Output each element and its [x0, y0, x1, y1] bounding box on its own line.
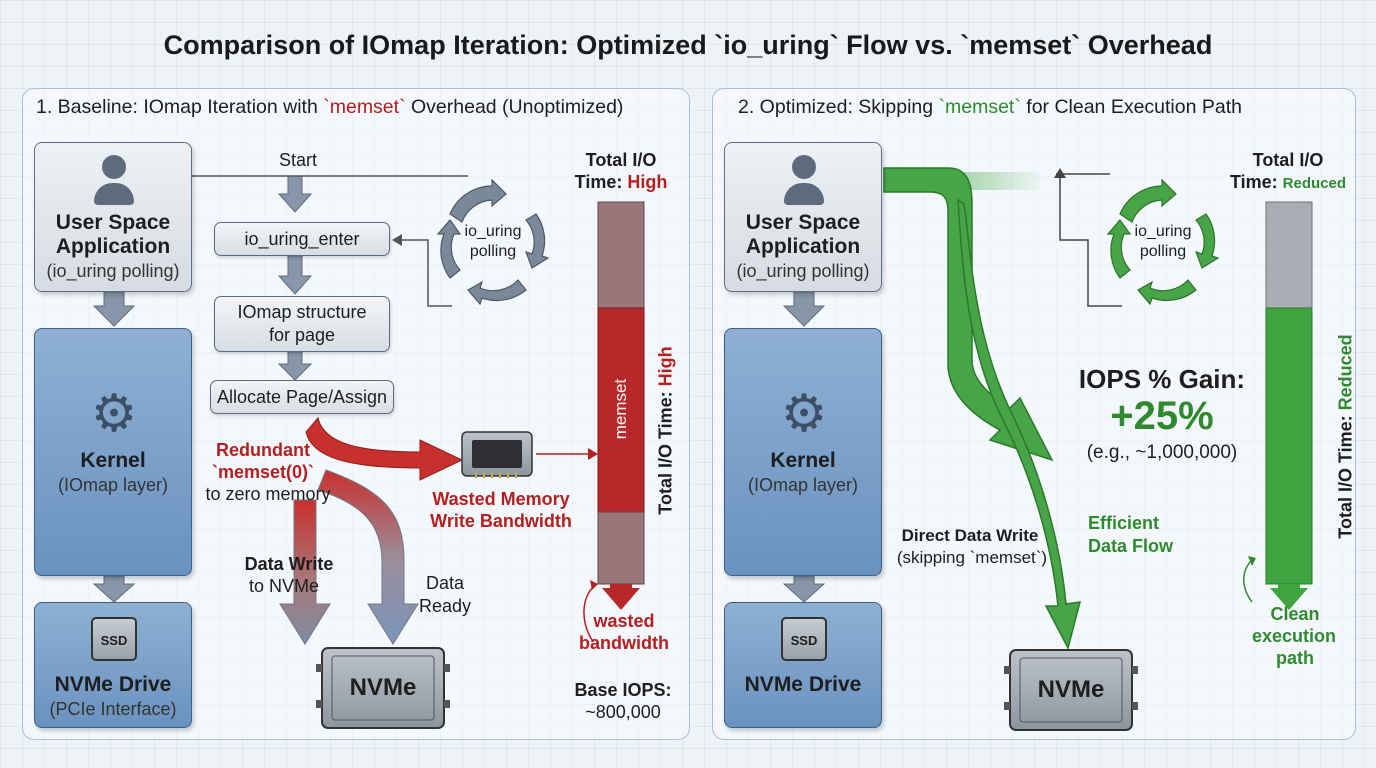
redundant-memset-arrow: [305, 416, 464, 481]
start-arrow: [277, 175, 313, 213]
data-write-label: Data Write: [244, 554, 334, 574]
user-icon: [94, 155, 134, 207]
base-iops-value: ~800,000: [585, 702, 661, 722]
memset-bar-label: memset: [611, 378, 630, 440]
user-icon: [784, 155, 824, 207]
total-io-label: Total I/O: [585, 150, 657, 170]
user-space-title: User Space Application: [55, 211, 171, 258]
nvme-label: NVMe: [349, 674, 417, 701]
kernel-subtitle: (IOmap layer): [747, 475, 859, 495]
iomap-to-allocate-arrow: [277, 351, 313, 381]
efficient-flow-arrow: [883, 167, 1054, 462]
direct-write-arrow: [957, 198, 1082, 651]
page-title: Comparison of IOmap Iteration: Optimized…: [163, 30, 1213, 60]
drive-title: NVMe Drive: [54, 673, 172, 696]
base-iops-label: Base IOPS:: [574, 680, 672, 700]
polling-label: io_uring polling: [464, 223, 522, 260]
kernel-to-drive-arrow: [782, 575, 826, 603]
polling-cycle-icon: [436, 178, 550, 306]
kernel-to-drive-arrow: [92, 575, 136, 603]
wasted-memory-label: Wasted Memory Write Bandwidth: [430, 489, 572, 531]
polling-cycle-icon: [1106, 178, 1220, 306]
user-space-subtitle: (io_uring polling): [46, 261, 180, 281]
memset-code-label: `memset`: [323, 96, 406, 118]
skipping-memset-label: (skipping `memset`): [896, 548, 1048, 567]
user-space-app-box: User Space Application (io_uring polling…: [34, 142, 192, 292]
wasted-curve-arrow: [583, 585, 595, 641]
data-ready-label: Data Ready: [418, 573, 472, 616]
data-write-arrow: [279, 499, 331, 645]
io-uring-enter-step: io_uring_enter: [214, 222, 390, 256]
ssd-icon: SSD: [91, 617, 137, 661]
memset-zero-label: `memset(0)`: [211, 462, 315, 482]
clean-path-label-1: Clean: [1270, 604, 1320, 624]
efficient-flow-label: Efficient Data Flow: [1088, 513, 1174, 556]
direct-write-label: Direct Data Write: [901, 526, 1039, 545]
baseline-panel-title: 1. Baseline: IOmap Iteration with `memse…: [36, 96, 624, 118]
user-to-kernel-arrow: [782, 291, 826, 327]
ssd-icon: SSD: [781, 617, 827, 661]
user-space-subtitle: (io_uring polling): [736, 261, 870, 281]
drive-title: NVMe Drive: [744, 673, 862, 696]
allocate-page-step: Allocate Page/Assign: [210, 380, 394, 414]
drive-subtitle: (PCIe Interface): [49, 699, 177, 719]
total-io-label: Total I/O: [1252, 150, 1324, 170]
gear-icon: ⚙: [780, 385, 828, 443]
polling-label: io_uring polling: [1134, 223, 1192, 260]
kernel-title: Kernel: [80, 449, 146, 472]
iomap-structure-step: IOmap structure for page: [214, 296, 390, 352]
vertical-io-time-label: Total I/O Time: Reduced: [1335, 334, 1356, 539]
kernel-box: ⚙ Kernel (IOmap layer): [724, 328, 882, 576]
optimized-panel-title: 2. Optimized: Skipping `memset` for Clea…: [738, 96, 1242, 118]
vertical-io-time-label: Total I/O Time: High: [655, 346, 676, 515]
gear-icon: ⚙: [90, 385, 138, 443]
redundant-label: Redundant: [216, 440, 310, 460]
start-label: Start: [278, 150, 317, 170]
iops-gain-label: IOPS % Gain:: [1078, 364, 1246, 394]
data-ready-arrow: [317, 469, 419, 645]
user-space-app-box: User Space Application (io_uring polling…: [724, 142, 882, 292]
nvme-drive-box: SSD NVMe Drive (PCIe Interface): [34, 602, 192, 728]
nvme-device-box: [316, 647, 450, 729]
iops-gain-value: +25%: [1110, 394, 1214, 438]
nvme-label: NVMe: [1037, 676, 1105, 703]
kernel-box: ⚙ Kernel (IOmap layer): [34, 328, 192, 576]
polling-feedback-line: [1059, 176, 1122, 307]
nvme-drive-box: SSD NVMe Drive: [724, 602, 882, 728]
memory-chip-icon: [461, 431, 533, 478]
clean-path-label-3: path: [1276, 648, 1314, 668]
clean-path-label-2: execution: [1251, 626, 1337, 646]
nvme-device-box: [1004, 649, 1138, 731]
wasted-bandwidth-label: wasted bandwidth: [579, 611, 669, 653]
user-space-title: User Space Application: [745, 211, 861, 258]
user-to-kernel-arrow: [92, 291, 136, 327]
zero-memory-label: to zero memory: [205, 484, 331, 504]
polling-feedback-line: [400, 239, 452, 307]
time-reduced-label: Time: Reduced: [1229, 172, 1347, 192]
kernel-title: Kernel: [770, 449, 836, 472]
kernel-subtitle: (IOmap layer): [57, 475, 169, 495]
iops-gain-example: (e.g., ~1,000,000): [1086, 442, 1238, 463]
memset-code-label: `memset`: [938, 96, 1021, 118]
clean-curve-arrow: [1243, 559, 1253, 603]
enter-to-iomap-arrow: [277, 255, 313, 295]
to-nvme-label: to NVMe: [248, 576, 320, 596]
io-time-bar-high: [597, 201, 645, 610]
time-high-label: Time: High: [574, 172, 668, 192]
io-time-bar-reduced: [1265, 201, 1313, 610]
